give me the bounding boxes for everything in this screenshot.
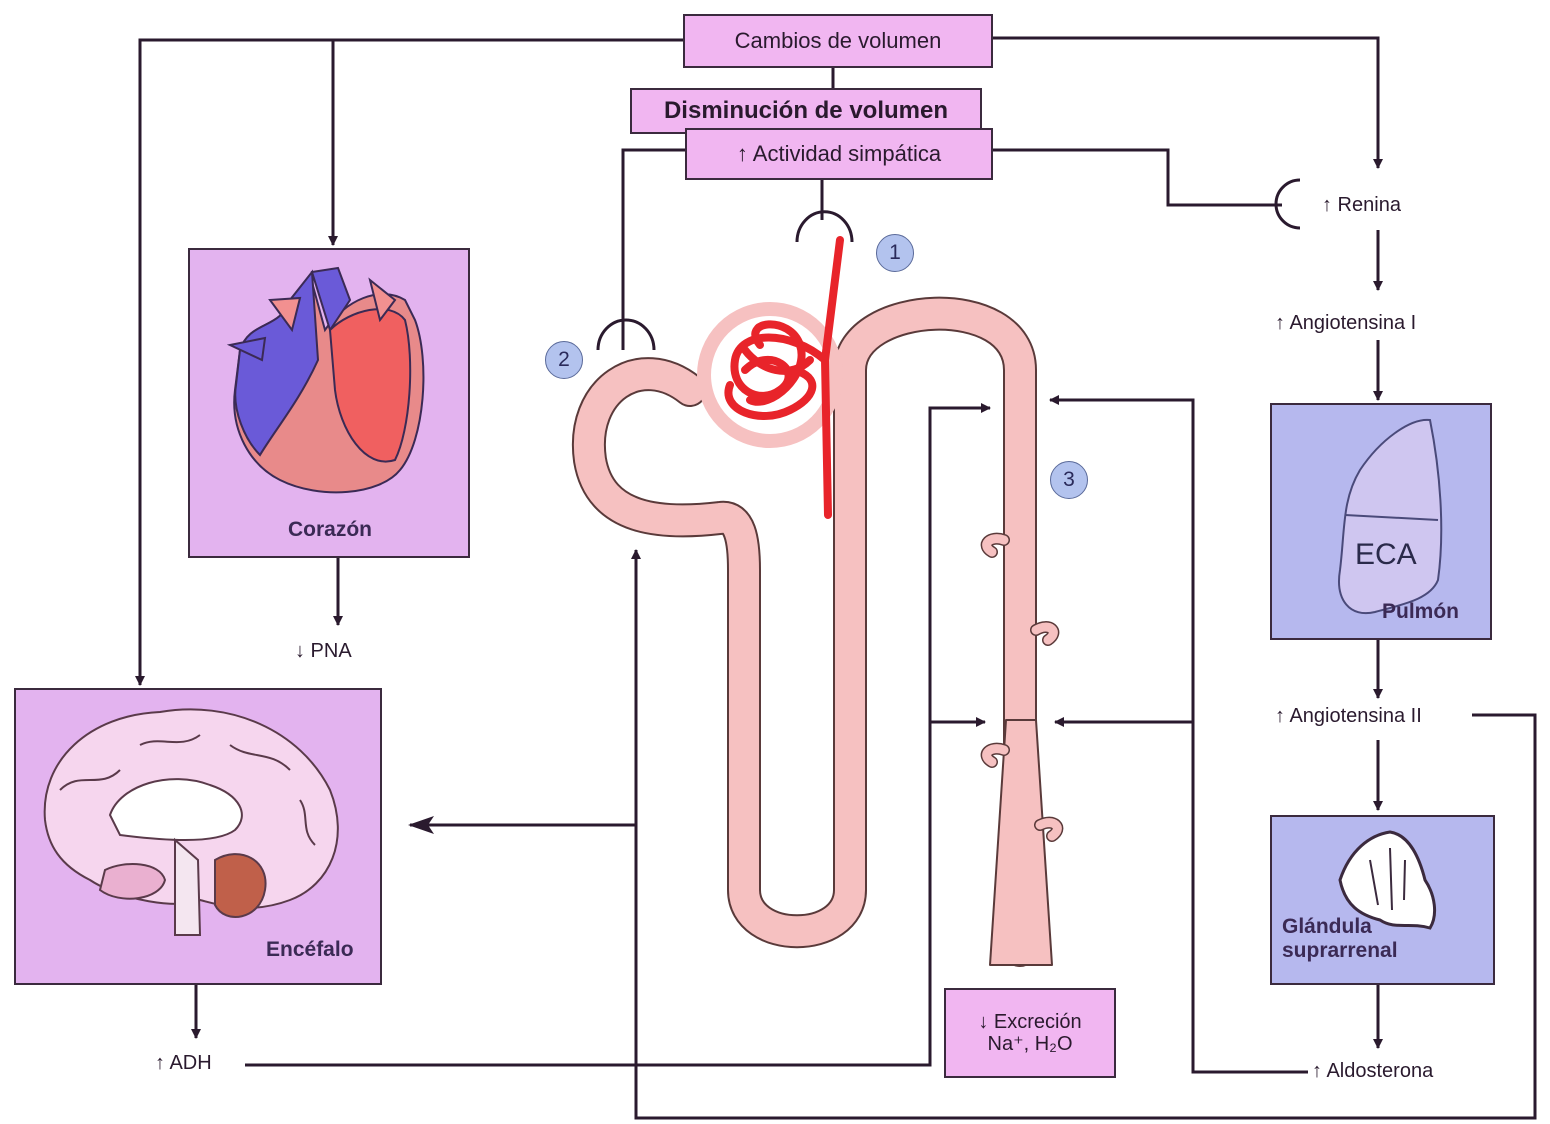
adh-label: ↑ ADH xyxy=(155,1052,212,1075)
volume-decrease-label: Disminución de volumen xyxy=(664,98,948,124)
volume-changes-box: Cambios de volumen xyxy=(683,14,993,68)
renin-label: ↑ Renina xyxy=(1322,194,1401,217)
adrenal-label: Glándula suprarrenal xyxy=(1282,915,1398,963)
sensor-arc-2 xyxy=(598,320,654,350)
marker-2: 2 xyxy=(545,341,583,379)
angiotensin2-label: ↑ Angiotensina II xyxy=(1275,705,1422,728)
aldosterone-label: ↑ Aldosterona xyxy=(1312,1060,1433,1083)
heart-panel xyxy=(188,248,470,558)
anp-label: ↓ PNA xyxy=(295,640,352,663)
angiotensin1-label: ↑ Angiotensina I xyxy=(1275,312,1416,335)
adrenal-label-line1: Glándula xyxy=(1282,915,1398,939)
lung-label: Pulmón xyxy=(1382,600,1459,624)
sympathetic-activity-label: ↑ Actividad simpática xyxy=(737,142,941,166)
sympathetic-activity-box: ↑ Actividad simpática xyxy=(685,128,993,180)
volume-changes-label: Cambios de volumen xyxy=(735,29,942,53)
brain-label: Encéfalo xyxy=(266,938,354,962)
heart-label: Corazón xyxy=(288,518,372,542)
marker-3: 3 xyxy=(1050,461,1088,499)
sensor-arc-1 xyxy=(797,212,852,242)
marker-1: 1 xyxy=(876,234,914,272)
lung-enzyme-label: ECA xyxy=(1355,538,1417,572)
excretion-label-line2: Na⁺, H₂O xyxy=(988,1033,1073,1055)
excretion-box: ↓ Excreción Na⁺, H₂O xyxy=(944,988,1116,1078)
excretion-label-line1: ↓ Excreción xyxy=(978,1011,1081,1033)
link-sympathetic-renin xyxy=(993,150,1282,205)
adrenal-label-line2: suprarrenal xyxy=(1282,939,1398,963)
